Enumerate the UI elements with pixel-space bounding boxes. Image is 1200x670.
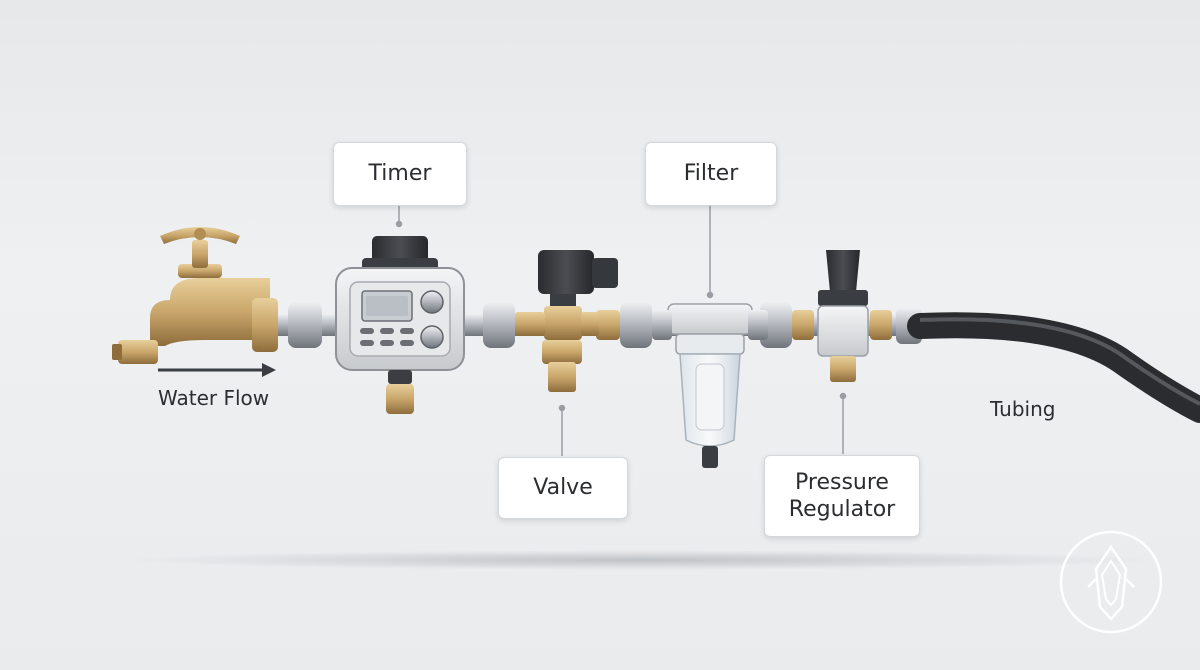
pressure-regulator-label: Pressure Regulator [764,455,920,537]
filter-label-text: Filter [683,161,739,187]
floor-shadow [120,550,1160,570]
tubing-label: Tubing [990,397,1056,421]
leader-lines [395,205,847,456]
timer-label: Timer [333,142,467,206]
coupler-4 [760,302,814,348]
timer-label-text: Timer [368,161,432,187]
pressure-label-line2: Regulator [788,497,896,522]
filter-label: Filter [645,142,777,206]
timer-device [335,236,465,414]
filter-device [652,303,768,468]
valve-device [515,250,618,392]
coupler-1 [288,302,322,348]
faucet [112,227,278,364]
coupler-2 [483,302,515,348]
water-flow-label: Water Flow [158,386,270,410]
emblem-logo-icon [1059,530,1163,634]
valve-label: Valve [498,457,628,519]
coupler-3 [596,302,652,348]
pressure-label-line1: Pressure [795,469,889,495]
tubing [907,312,1200,423]
arrow-right-icon [158,363,276,377]
pressure-regulator-device [817,250,869,382]
valve-label-text: Valve [533,475,593,501]
